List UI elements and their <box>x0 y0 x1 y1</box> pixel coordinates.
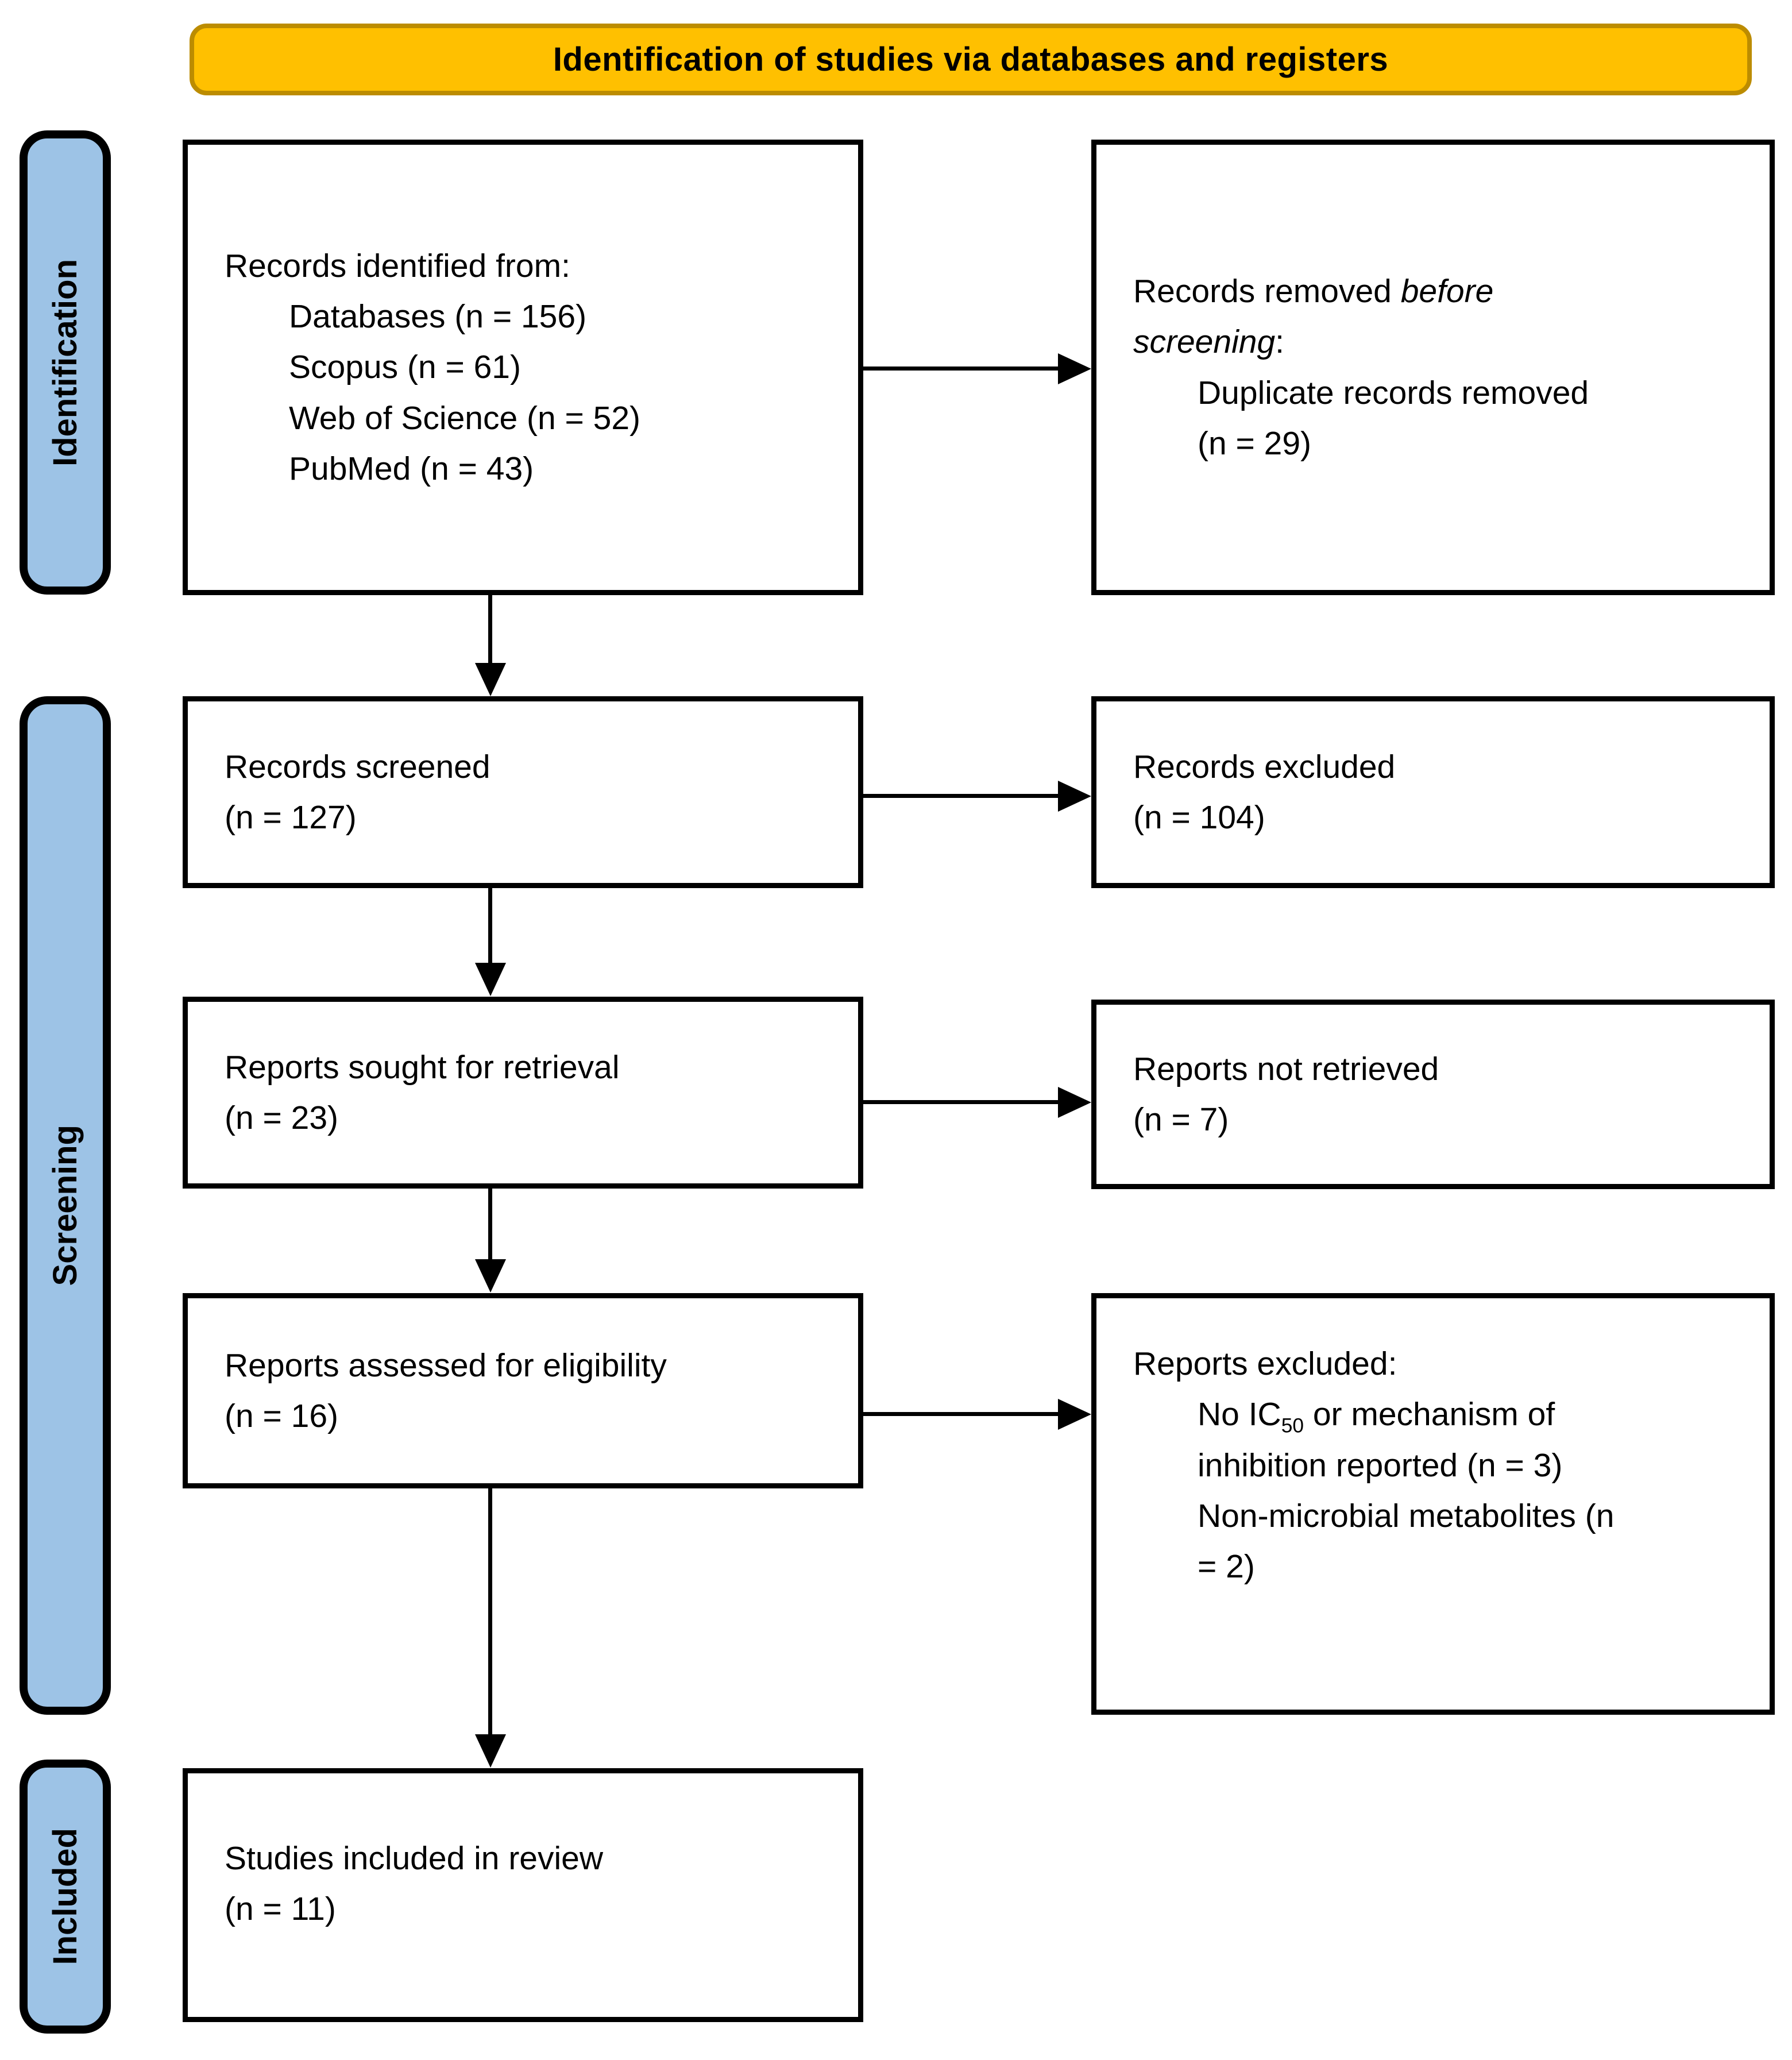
reports-excluded-item2-line1: Non-microbial metabolites (n <box>1198 1498 1615 1535</box>
reports-not-retrieved-box: Reports not retrieved (n = 7) <box>1091 1000 1775 1189</box>
records-removed-italic-before: before <box>1400 272 1494 310</box>
records-identified-intro: Records identified from: <box>225 247 570 284</box>
records-identified-box: Records identified from: Databases (n = … <box>183 140 863 595</box>
reports-excluded-box: Reports excluded: No IC50 or mechanism o… <box>1091 1293 1775 1715</box>
reports-excluded-item1-line2: inhibition reported (n = 3) <box>1198 1446 1563 1484</box>
records-excluded-line1: Records excluded <box>1133 748 1396 785</box>
records-removed-colon: : <box>1275 323 1284 361</box>
banner: Identification of studies via databases … <box>190 24 1752 95</box>
records-removed-regular: Records removed <box>1133 272 1401 310</box>
studies-included-line2: (n = 11) <box>225 1891 336 1927</box>
reports-excluded-item2-line2: = 2) <box>1198 1548 1255 1585</box>
studies-included-line1: Studies included in review <box>225 1839 604 1877</box>
records-excluded-box: Records excluded (n = 104) <box>1091 696 1775 888</box>
reports-sought-line1: Reports sought for retrieval <box>225 1048 620 1086</box>
arrow-sought-to-assessed <box>488 1189 492 1260</box>
reports-excluded-title: Reports excluded: <box>1133 1345 1397 1382</box>
stage-label-identification-text: Identification <box>47 259 84 466</box>
banner-title: Identification of studies via databases … <box>553 41 1389 78</box>
arrow-identified-to-screened <box>488 595 492 663</box>
records-removed-item-line2: (n = 29) <box>1198 425 1312 462</box>
records-screened-box: Records screened (n = 127) <box>183 696 863 888</box>
records-removed-title-line2: screening: <box>1133 317 1747 367</box>
reports-not-retrieved-line1: Reports not retrieved <box>1133 1050 1439 1087</box>
stage-label-included: Included <box>20 1760 111 2034</box>
arrow-assessed-to-included <box>488 1488 492 1735</box>
reports-assessed-line2: (n = 16) <box>225 1398 339 1434</box>
arrow-screened-to-sought <box>488 888 492 963</box>
records-removed-item-line1: Duplicate records removed <box>1198 374 1589 411</box>
reports-sought-line2: (n = 23) <box>225 1100 339 1136</box>
reports-assessed-box: Reports assessed for eligibility (n = 16… <box>183 1293 863 1488</box>
records-screened-line1: Records screened <box>225 748 491 785</box>
stage-label-screening-text: Screening <box>47 1125 84 1286</box>
stage-label-identification: Identification <box>20 130 111 595</box>
records-identified-item-databases: Databases (n = 156) <box>289 298 587 335</box>
reports-not-retrieved-line2: (n = 7) <box>1133 1101 1229 1138</box>
records-removed-title-line1: Records removed before <box>1133 266 1747 317</box>
reports-assessed-line1: Reports assessed for eligibility <box>225 1347 667 1384</box>
reports-sought-box: Reports sought for retrieval (n = 23) <box>183 997 863 1189</box>
arrow-identified-to-removed <box>863 367 1059 371</box>
stage-label-screening: Screening <box>20 696 111 1715</box>
reports-excluded-item1-line1: No IC50 or mechanism of <box>1133 1389 1747 1440</box>
records-identified-item-scopus: Scopus (n = 61) <box>289 349 521 386</box>
reports-excluded-ic50-subscript: 50 <box>1281 1414 1304 1437</box>
records-removed-box: Records removed before screening: Duplic… <box>1091 140 1775 595</box>
arrow-sought-to-not-retrieved <box>863 1100 1059 1104</box>
records-excluded-line2: (n = 104) <box>1133 799 1265 836</box>
arrow-screened-to-excluded <box>863 794 1059 798</box>
arrow-assessed-to-reports-excluded <box>863 1412 1059 1416</box>
stage-label-included-text: Included <box>47 1828 84 1965</box>
records-identified-item-pubmed: PubMed (n = 43) <box>289 450 534 488</box>
records-identified-item-wos: Web of Science (n = 52) <box>289 399 641 437</box>
records-removed-italic-screening: screening <box>1133 323 1276 361</box>
records-screened-line2: (n = 127) <box>225 799 357 836</box>
reports-excluded-item1-pre: No IC <box>1198 1396 1281 1433</box>
studies-included-box: Studies included in review (n = 11) <box>183 1768 863 2022</box>
reports-excluded-item1-rest: or mechanism of <box>1304 1396 1555 1433</box>
